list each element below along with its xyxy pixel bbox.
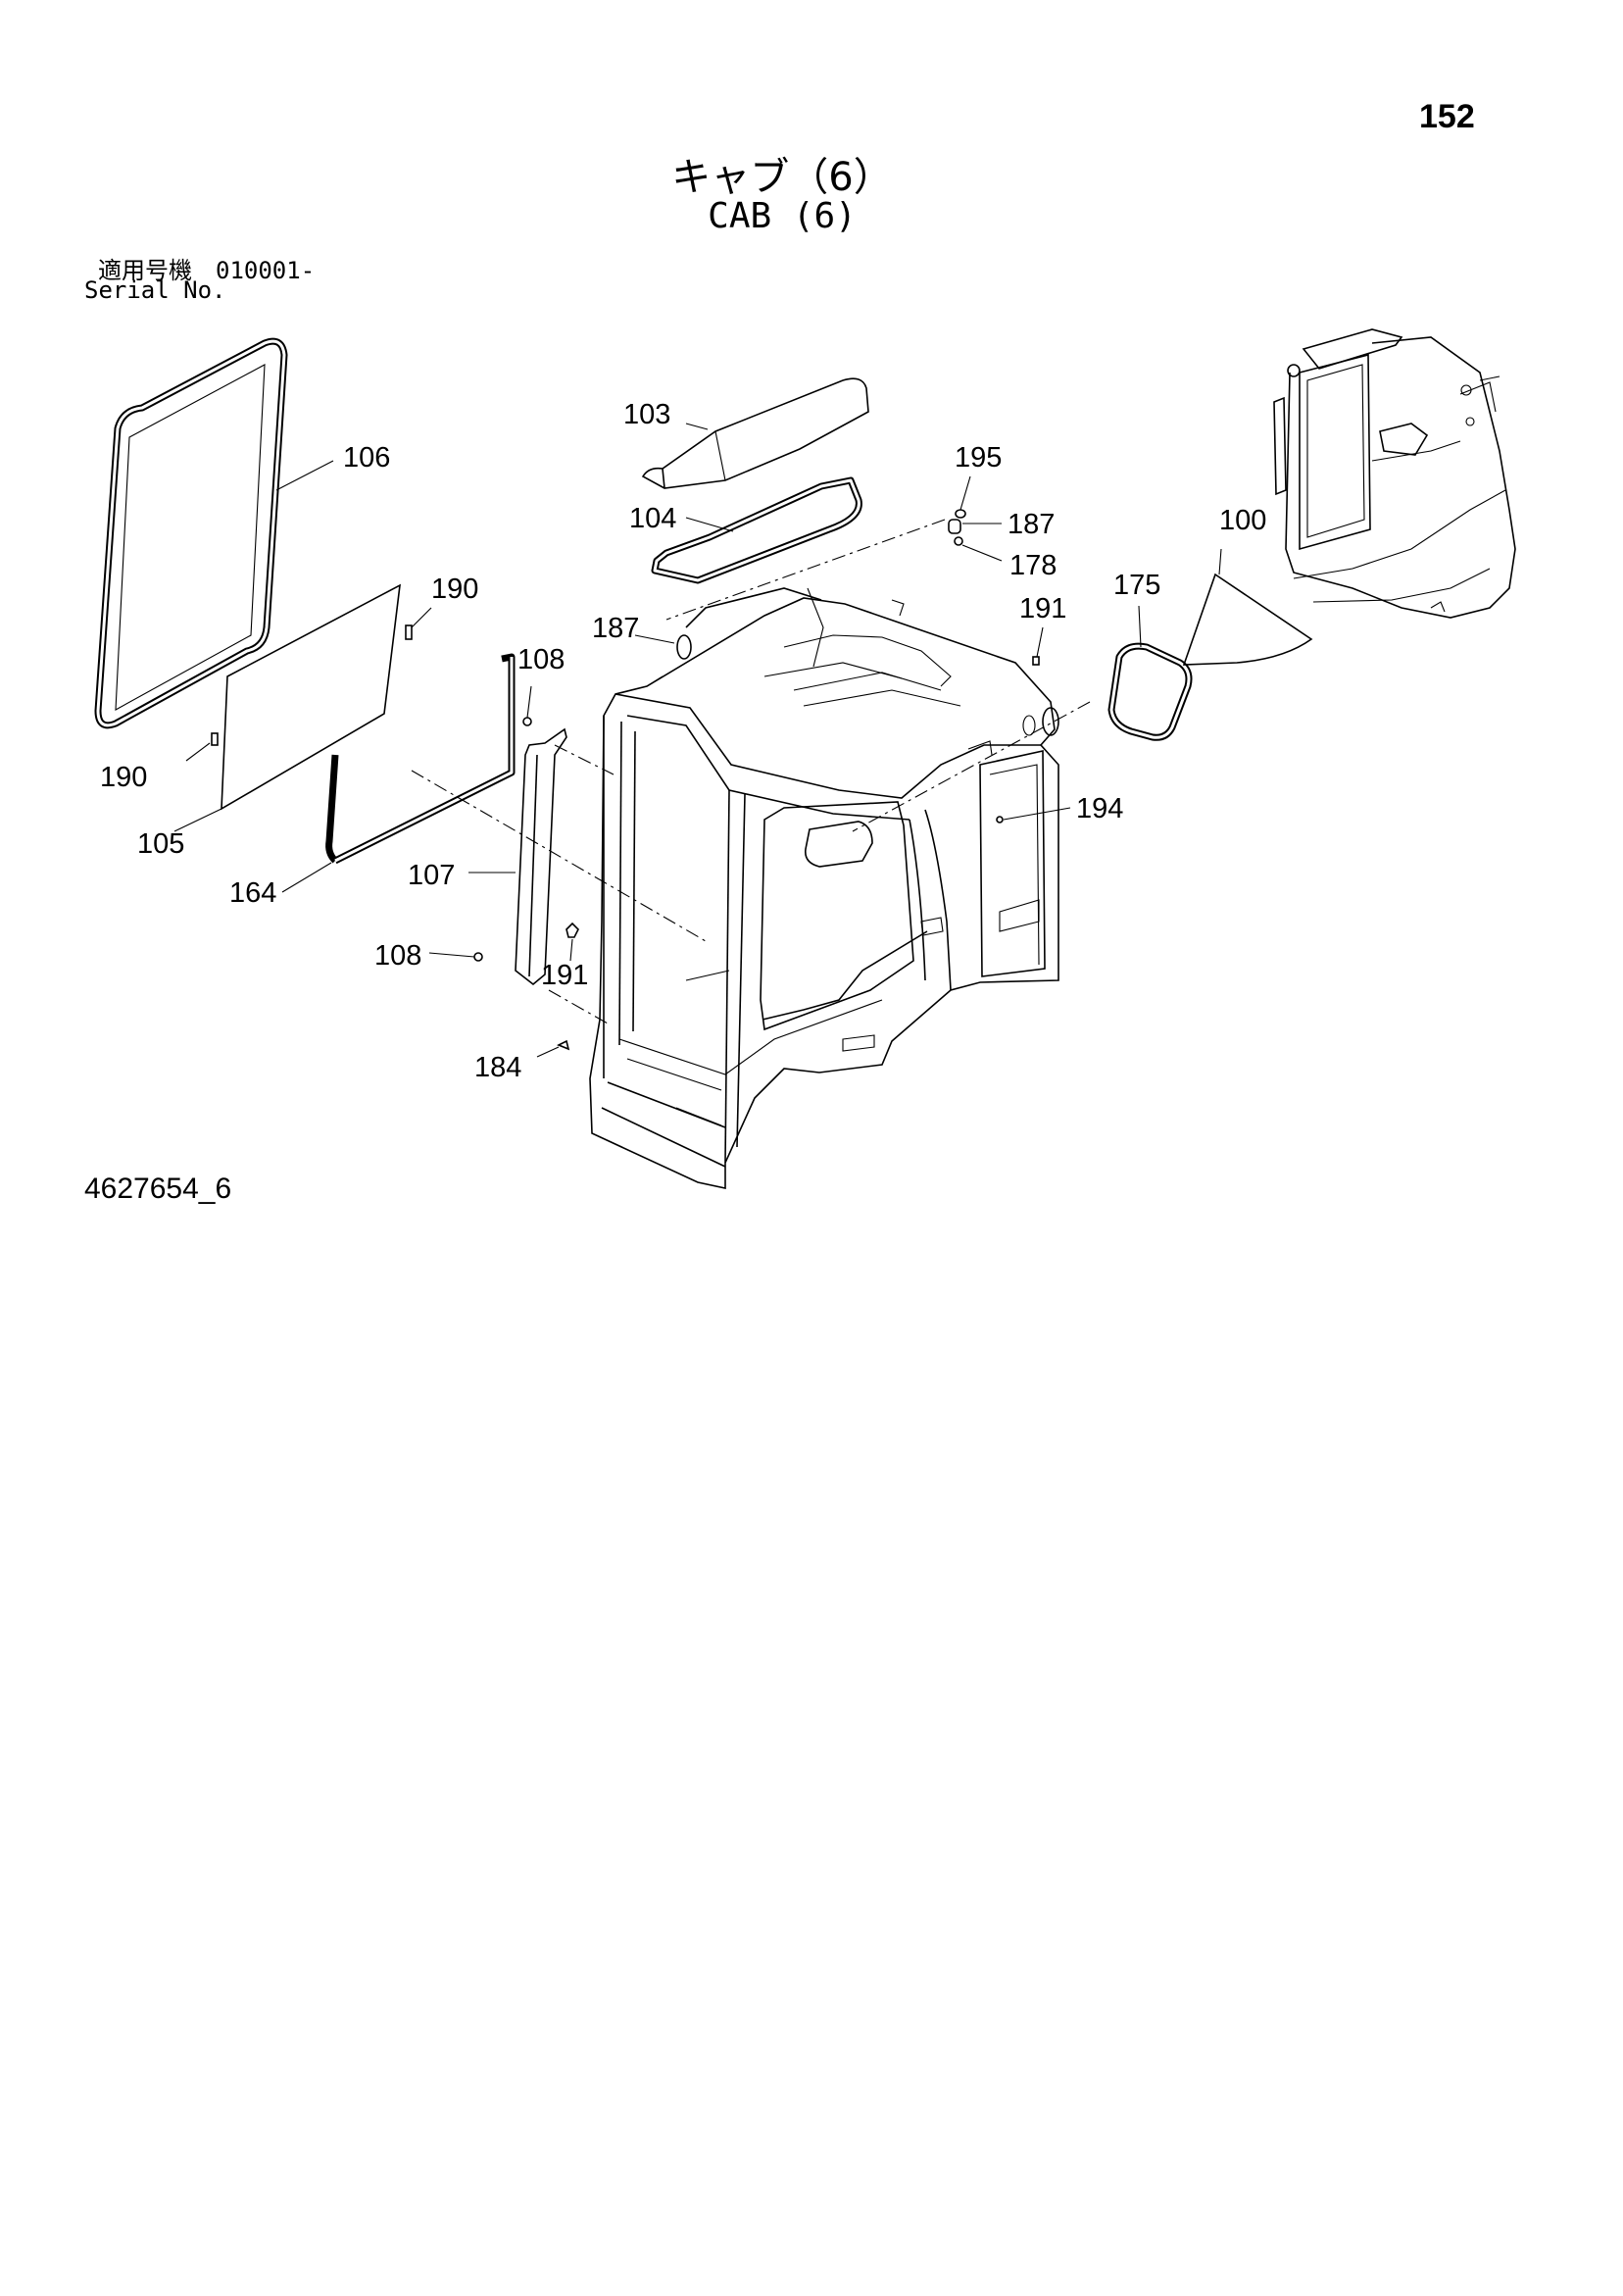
callout-106: 106 — [343, 442, 390, 474]
part-184-clip — [557, 1039, 570, 1051]
part-164-seal-strip — [325, 653, 516, 865]
callout-103: 103 — [623, 399, 670, 430]
page-number: 152 — [1419, 98, 1475, 135]
callout-191-lower: 191 — [541, 960, 588, 991]
callout-104: 104 — [629, 503, 676, 534]
part-108-bolt-upper — [522, 717, 532, 726]
callout-187-left: 187 — [592, 613, 639, 644]
reference-cab-view — [1273, 328, 1516, 619]
part-107-hinge-rod — [515, 727, 567, 986]
part-106-glass-seal — [94, 337, 288, 729]
part-105-glass-pane — [221, 583, 401, 811]
part-108-bolt-lower — [473, 952, 483, 962]
part-191-pin-lower — [566, 922, 579, 938]
part-187-plug-right — [948, 519, 961, 534]
part-190-clip-lower — [211, 732, 219, 746]
part-191-pin-upper — [1032, 656, 1040, 666]
cab-frame-main — [589, 587, 1059, 1189]
part-178-bolt — [954, 536, 963, 546]
part-194-screw — [996, 816, 1004, 824]
page-title-english: CAB (6) — [708, 196, 857, 236]
callout-108-upper: 108 — [517, 644, 565, 675]
callout-175: 175 — [1113, 570, 1160, 601]
callout-178: 178 — [1009, 550, 1057, 581]
part-195-grommet — [955, 509, 966, 519]
callout-184: 184 — [474, 1052, 521, 1083]
callout-107: 107 — [408, 860, 455, 891]
part-175-window-seal — [1107, 642, 1193, 741]
page-title-japanese: キャブ（6） — [671, 155, 893, 200]
callout-187-right: 187 — [1008, 509, 1055, 540]
callout-194: 194 — [1076, 793, 1123, 824]
callout-105: 105 — [137, 828, 184, 860]
part-187-plug-left — [676, 634, 692, 660]
part-103-roof-cover — [641, 377, 869, 489]
callout-190-upper: 190 — [431, 574, 478, 605]
part-104-roof-seal — [651, 476, 862, 584]
callout-191-upper: 191 — [1019, 593, 1066, 624]
callout-108-lower: 108 — [374, 940, 421, 972]
callout-195: 195 — [955, 442, 1002, 474]
part-100-corner-glass — [1182, 573, 1313, 666]
part-190-clip-upper — [405, 624, 413, 640]
serial-applicability-label: 適用号機 010001- — [98, 257, 316, 284]
callout-190-lower: 190 — [100, 762, 147, 793]
callout-164: 164 — [229, 877, 276, 909]
drawing-number: 4627654_6 — [84, 1173, 232, 1205]
callout-100: 100 — [1219, 505, 1266, 536]
serial-number-label: Serial No. — [84, 276, 226, 304]
